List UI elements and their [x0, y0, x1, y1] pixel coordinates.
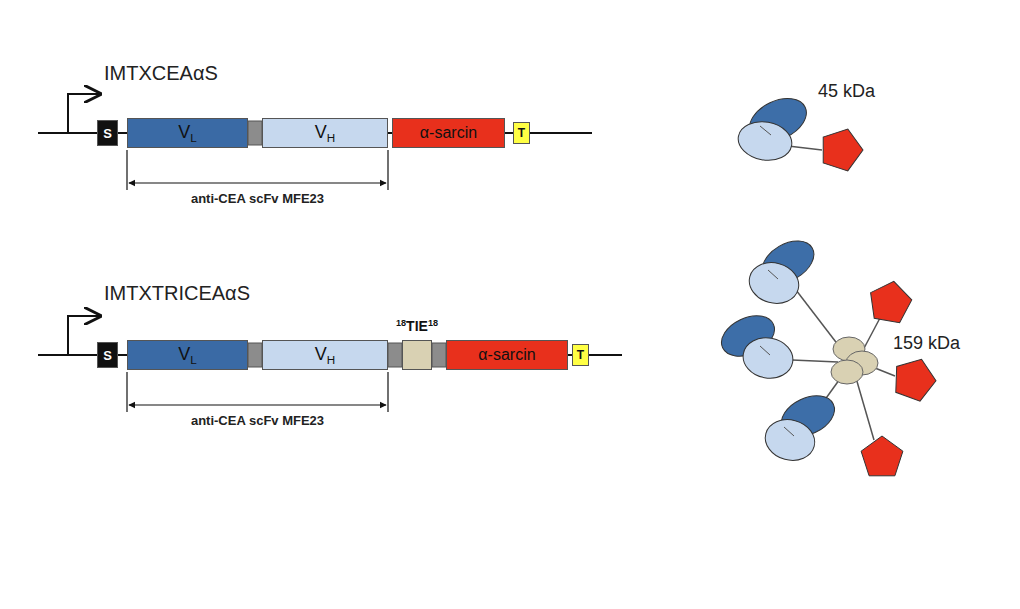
monomer-illustration [735, 90, 868, 173]
linker-box [248, 121, 262, 145]
text-part: T [518, 126, 525, 140]
toxin-box: α-sarcin [446, 340, 568, 370]
trimerization-box: 18TIE18 [402, 340, 432, 370]
bracket-tick [387, 150, 388, 190]
text-part: T [577, 348, 584, 362]
tag-box: T [513, 122, 530, 144]
text-part: S [103, 348, 112, 363]
node-text: T [577, 349, 584, 361]
bracket-tick [126, 150, 127, 190]
toxin-box: α-sarcin [392, 118, 505, 148]
vh-domain-box: VH [262, 118, 388, 148]
span-label: anti-CEA scFv MFE23 [127, 192, 388, 206]
linker-box [248, 343, 262, 367]
promoter-arrow [68, 316, 100, 355]
text-part: V [315, 344, 327, 364]
linker-box [388, 343, 402, 367]
vh-domain-box: VH [262, 340, 388, 370]
node-text: VL [178, 123, 197, 143]
text-part: V [178, 122, 190, 142]
mass-label: 159 kDa [893, 334, 960, 354]
node-text: α-sarcin [478, 347, 535, 363]
text-part: V [178, 344, 190, 364]
text-part: α-sarcin [478, 346, 535, 363]
node-text: S [103, 349, 112, 362]
construct-name: IMTXCEAαS [104, 62, 218, 84]
text-part: H [327, 352, 335, 365]
bracket-tick [126, 372, 127, 412]
node-text: S [103, 127, 112, 140]
text-part: α-sarcin [420, 124, 477, 141]
bracket-tick [387, 372, 388, 412]
node-text: VH [315, 123, 335, 143]
span-label: anti-CEA scFv MFE23 [127, 414, 388, 428]
text-part: H [327, 130, 335, 143]
trimer-illustration [715, 232, 941, 475]
text-part: L [190, 352, 197, 365]
linker-box [432, 343, 446, 367]
text-part: V [315, 122, 327, 142]
node-text: VL [178, 345, 197, 365]
node-text: α-sarcin [420, 125, 477, 141]
signal-peptide-box: S [97, 342, 118, 368]
text-part: 18 [396, 318, 406, 328]
signal-peptide-box: S [97, 120, 118, 146]
text-part: TIE [406, 318, 428, 334]
tag-box: T [572, 344, 589, 366]
mass-label: 45 kDa [818, 82, 875, 102]
text-part: S [103, 126, 112, 141]
node-text: VH [315, 345, 335, 365]
vl-domain-box: VL [127, 118, 248, 148]
node-text: T [518, 127, 525, 139]
construct-name: IMTXTRICEAαS [104, 282, 250, 304]
text-part: 18 [428, 318, 438, 328]
span-arrow [129, 182, 386, 183]
promoter-arrow [68, 94, 100, 133]
node-text: 18TIE18 [396, 319, 438, 333]
span-arrow [129, 404, 386, 405]
text-part: L [190, 130, 197, 143]
vl-domain-box: VL [127, 340, 248, 370]
